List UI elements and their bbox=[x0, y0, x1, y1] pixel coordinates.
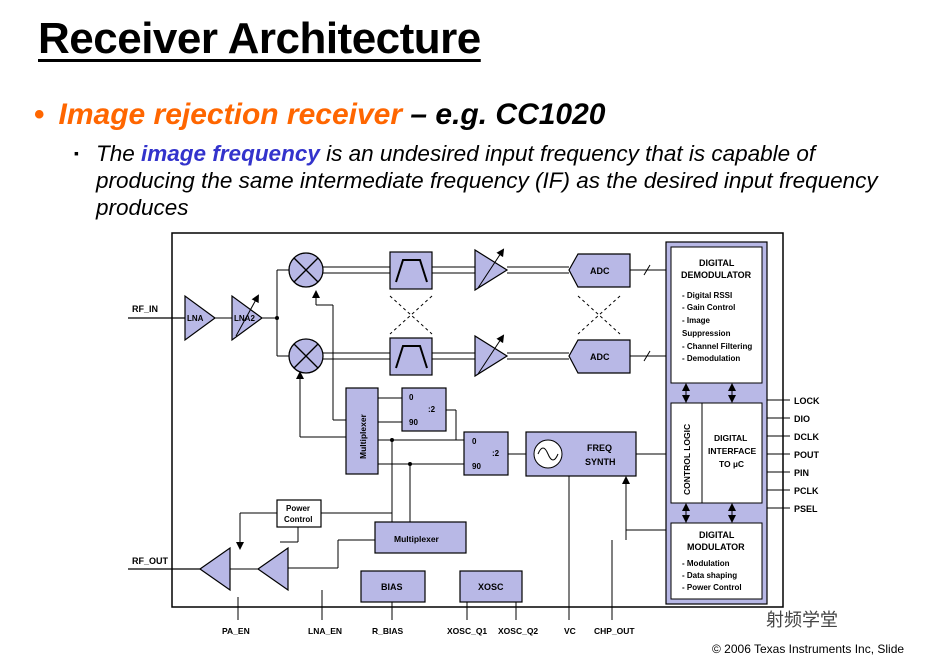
lna-amplifier bbox=[184, 294, 217, 342]
divider-1-0: 0 bbox=[409, 393, 414, 402]
page-title: Receiver Architecture bbox=[38, 14, 481, 63]
pin-pa-en: PA_EN bbox=[222, 626, 250, 636]
pin-lock: LOCK bbox=[794, 396, 820, 406]
bullet-highlight: Image rejection receiver bbox=[58, 98, 403, 131]
pin-lna-en: LNA_EN bbox=[308, 626, 342, 636]
bullet-main: • Image rejection receiver – e.g. CC1020 bbox=[34, 98, 605, 132]
pin-vc: VC bbox=[564, 626, 576, 636]
interface-label-1: DIGITAL bbox=[714, 433, 747, 443]
pin-chp-out: CHP_OUT bbox=[594, 626, 635, 636]
divider-1 bbox=[401, 387, 447, 432]
demod-item-0: - Digital RSSI bbox=[682, 291, 732, 300]
pin-rf-in: RF_IN bbox=[132, 304, 158, 314]
digital-interface bbox=[701, 402, 763, 504]
demod-item-1: - Gain Control bbox=[682, 303, 735, 312]
bullet-marker: • bbox=[34, 98, 45, 131]
mod-title-2: MODULATOR bbox=[687, 542, 745, 552]
bias-label: BIAS bbox=[381, 582, 403, 592]
filter-q bbox=[389, 337, 433, 376]
bias-block bbox=[360, 570, 426, 603]
mod-item-1: - Data shaping bbox=[682, 571, 737, 580]
pin-xosc-q1: XOSC_Q1 bbox=[447, 626, 487, 636]
lna-label: LNA bbox=[187, 314, 204, 323]
demod-title-1: DIGITAL bbox=[699, 258, 735, 268]
footer-copyright: © 2006 Texas Instruments Inc, Slide bbox=[712, 642, 905, 656]
multiplexer-horizontal-label: Multiplexer bbox=[394, 534, 440, 544]
pin-rf-out: RF_OUT bbox=[132, 556, 169, 566]
mixer-q bbox=[288, 338, 324, 374]
pin-pin: PIN bbox=[794, 468, 809, 478]
pin-xosc-q2: XOSC_Q2 bbox=[498, 626, 538, 636]
right-pin-lines bbox=[767, 399, 790, 509]
xosc-block bbox=[459, 570, 523, 603]
divider-2-0: 0 bbox=[472, 437, 477, 446]
sub-bullet-marker: ▪ bbox=[74, 145, 79, 161]
pa-amplifier-1 bbox=[198, 546, 231, 592]
freq-synth-label-2: SYNTH bbox=[585, 457, 616, 467]
pin-dio: DIO bbox=[794, 414, 810, 424]
digital-modulator bbox=[670, 522, 763, 600]
demod-title-2: DEMODULATOR bbox=[681, 270, 752, 280]
power-control-label-2: Control bbox=[284, 515, 312, 524]
pin-psel: PSEL bbox=[794, 504, 818, 514]
mod-item-2: - Power Control bbox=[682, 583, 742, 592]
power-control bbox=[276, 499, 322, 528]
interface-label-3: TO µC bbox=[719, 459, 744, 469]
divider-1-div: :2 bbox=[428, 405, 436, 414]
filter-i bbox=[389, 251, 433, 290]
divider-1-90: 90 bbox=[409, 418, 418, 427]
demod-item-5: - Demodulation bbox=[682, 354, 740, 363]
freq-synth-label-1: FREQ bbox=[587, 443, 612, 453]
multiplexer-vertical bbox=[345, 387, 379, 475]
divider-2-90: 90 bbox=[472, 462, 481, 471]
adc-q-label: ADC bbox=[590, 352, 610, 362]
xosc-label: XOSC bbox=[478, 582, 504, 592]
bullet-rest: – e.g. CC1020 bbox=[402, 98, 606, 131]
divider-2 bbox=[463, 431, 509, 476]
sub-bullet-suffix: is an undesired input frequency that is … bbox=[96, 141, 878, 220]
adc-i-label: ADC bbox=[590, 266, 610, 276]
demod-item-3: Suppression bbox=[682, 329, 731, 338]
interface-label-2: INTERFACE bbox=[708, 446, 757, 456]
mixer-i bbox=[288, 252, 324, 288]
lna2-label: LNA2 bbox=[234, 314, 255, 323]
pa-amplifier-2 bbox=[256, 546, 289, 592]
power-control-label-1: Power bbox=[286, 504, 310, 513]
demod-item-4: - Channel Filtering bbox=[682, 342, 752, 351]
multiplexer-horizontal bbox=[374, 521, 467, 554]
sub-bullet: ▪ The image frequency is an undesired inp… bbox=[74, 140, 906, 221]
mod-title-1: DIGITAL bbox=[699, 530, 735, 540]
divider-2-div: :2 bbox=[492, 449, 500, 458]
sub-bullet-prefix: The bbox=[96, 141, 142, 166]
pin-r-bias: R_BIAS bbox=[372, 626, 404, 636]
watermark: 射频学堂 bbox=[766, 610, 838, 631]
pin-pclk: PCLK bbox=[794, 486, 819, 496]
pin-dclk: DCLK bbox=[794, 432, 819, 442]
digital-demodulator bbox=[670, 246, 763, 384]
multiplexer-vertical-label: Multiplexer bbox=[358, 413, 368, 459]
mod-item-0: - Modulation bbox=[682, 559, 730, 568]
pin-pout: POUT bbox=[794, 450, 820, 460]
demod-item-2: - Image bbox=[682, 316, 711, 325]
bottom-pin-lines bbox=[237, 590, 517, 620]
control-logic-label: CONTROL LOGIC bbox=[682, 424, 692, 495]
sub-bullet-highlight: image frequency bbox=[141, 141, 320, 166]
